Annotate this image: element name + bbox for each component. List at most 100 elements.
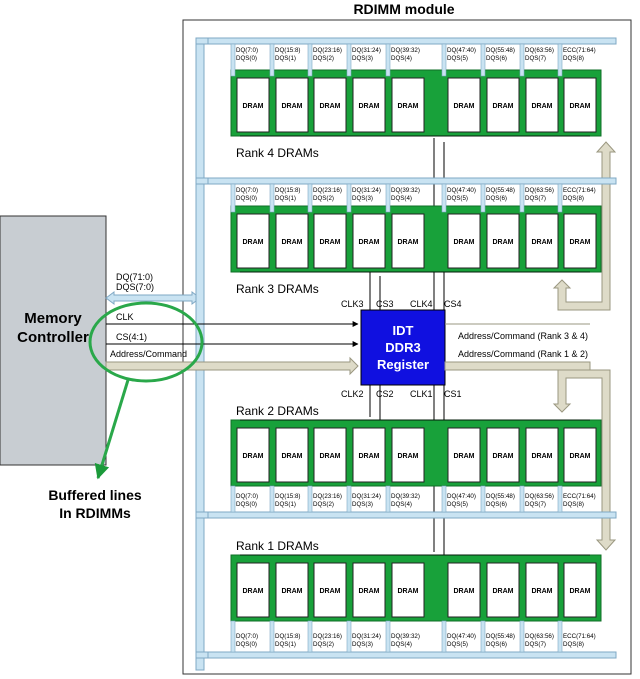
buffered-lines-ellipse [88, 301, 204, 383]
dram-chip-label: DRAM [243, 103, 264, 110]
lane-dqs-label: DQS(5) [447, 195, 468, 202]
pin-cs4: CS4 [444, 299, 462, 309]
dram-chip [563, 562, 597, 618]
register-label-1: IDT [393, 323, 414, 338]
spine-tap-0 [195, 37, 209, 45]
lane-bus [346, 183, 352, 213]
lane-dqs-label: DQS(0) [236, 55, 257, 62]
lane-dqs-label: DQS(2) [313, 501, 334, 508]
pin-clk4: CLK4 [410, 299, 433, 309]
lane-dqs-label: DQS(8) [563, 501, 584, 508]
memory-controller-label-2: Controller [17, 329, 89, 346]
dram-chip [236, 427, 270, 483]
lane-bus [519, 620, 525, 653]
dram-chip [275, 77, 309, 133]
dram-chip [352, 213, 386, 269]
dram-chip-label: DRAM [243, 453, 264, 460]
lane-bus [230, 43, 236, 77]
lane-dq-label: DQ(15:8) [275, 493, 300, 500]
lane-dq-label: DQ(23:16) [313, 47, 342, 54]
lane-bus [480, 43, 486, 77]
lane-bus [557, 485, 563, 513]
lane-dq-label: DQ(7:0) [236, 493, 258, 500]
dram-chip [447, 427, 481, 483]
memory-controller-box [0, 215, 107, 466]
register-label-3: Register [377, 357, 429, 372]
lane-dq-label: DQ(55:48) [486, 47, 515, 54]
addr-cmd-bus [105, 356, 359, 376]
buffered-lines-label-2: In RDIMMs [59, 505, 131, 521]
lane-dqs-label: DQS(8) [563, 55, 584, 62]
lane-bus [307, 43, 313, 77]
rank-data-bus [203, 177, 617, 185]
lane-dq-label: ECC(71:64) [563, 493, 596, 500]
lane-dq-label: DQ(15:8) [275, 47, 300, 54]
dram-chip [486, 562, 520, 618]
dram-chip [236, 77, 270, 133]
lane-dqs-label: DQS(3) [352, 195, 373, 202]
dram-chip-label: DRAM [320, 588, 341, 595]
lane-bus [230, 485, 236, 513]
spine-tap-2 [195, 511, 209, 519]
dram-chip-label: DRAM [282, 453, 303, 460]
dram-chip-label: DRAM [243, 239, 264, 246]
lane-dq-label: DQ(7:0) [236, 187, 258, 194]
lane-dqs-label: DQS(6) [486, 195, 507, 202]
lane-dqs-label: DQS(7) [525, 501, 546, 508]
lane-bus [480, 485, 486, 513]
lane-dqs-label: DQS(4) [391, 55, 412, 62]
dqs-bus-label: DQS(7:0) [116, 282, 154, 292]
ddr3-register: IDT DDR3 Register CLK3 CS3 CLK4 CS4 CLK2… [341, 299, 462, 399]
controller-signals: CLK CS(4:1) Address/Command [105, 312, 359, 376]
lane-dq-label: ECC(71:64) [563, 187, 596, 194]
addr-out-upper-label: Address/Command (Rank 3 & 4) [458, 331, 588, 341]
dram-chip-label: DRAM [320, 453, 341, 460]
pin-clk2: CLK2 [341, 389, 364, 399]
register-addr-outputs: Address/Command (Rank 3 & 4) Address/Com… [444, 141, 617, 551]
dram-chip [486, 213, 520, 269]
lane-bus [269, 43, 275, 77]
lane-dq-label: DQ(39:32) [391, 47, 420, 54]
lane-dqs-label: DQS(0) [236, 641, 257, 648]
lane-dqs-label: DQS(6) [486, 501, 507, 508]
dram-chip-label: DRAM [454, 588, 475, 595]
module-title: RDIMM module [353, 1, 454, 17]
lane-dqs-label: DQS(5) [447, 641, 468, 648]
lane-dq-label: DQ(31:24) [352, 47, 381, 54]
lane-dq-label: DQ(31:24) [352, 633, 381, 640]
dram-chip [486, 77, 520, 133]
lane-dqs-label: DQS(1) [275, 195, 296, 202]
lane-bus [385, 183, 391, 213]
dram-chip-label: DRAM [570, 103, 591, 110]
rank-name: Rank 1 DRAMs [236, 539, 319, 553]
dram-chip-label: DRAM [359, 453, 380, 460]
dram-chip-label: DRAM [398, 453, 419, 460]
dram-chip [352, 77, 386, 133]
lane-dqs-label: DQS(2) [313, 641, 334, 648]
lane-bus [307, 485, 313, 513]
lane-dq-label: ECC(71:64) [563, 633, 596, 640]
rank-group-3: Rank 3 DRAMsDRAMDQ(7:0)DQS(0)DRAMDQ(15:8… [203, 177, 617, 296]
dram-chip-label: DRAM [532, 239, 553, 246]
lane-bus [441, 183, 447, 213]
rank-data-bus [203, 37, 617, 45]
lane-dqs-label: DQS(1) [275, 55, 296, 62]
dram-chip-label: DRAM [532, 453, 553, 460]
lane-bus [557, 183, 563, 213]
dram-chip [525, 213, 559, 269]
lane-dq-label: DQ(23:16) [313, 187, 342, 194]
dram-chip-label: DRAM [454, 103, 475, 110]
spine-tap-1 [195, 177, 209, 185]
dram-chip-label: DRAM [454, 453, 475, 460]
lane-bus [230, 620, 236, 653]
dram-chip-label: DRAM [493, 239, 514, 246]
lane-dqs-label: DQS(7) [525, 55, 546, 62]
rank-name: Rank 2 DRAMs [236, 404, 319, 418]
addr-bus-rank12 [552, 369, 617, 551]
rank-data-bus [203, 651, 617, 659]
dram-chip-label: DRAM [398, 588, 419, 595]
lane-dqs-label: DQS(2) [313, 55, 334, 62]
lane-dq-label: DQ(39:32) [391, 493, 420, 500]
lane-bus [519, 183, 525, 213]
